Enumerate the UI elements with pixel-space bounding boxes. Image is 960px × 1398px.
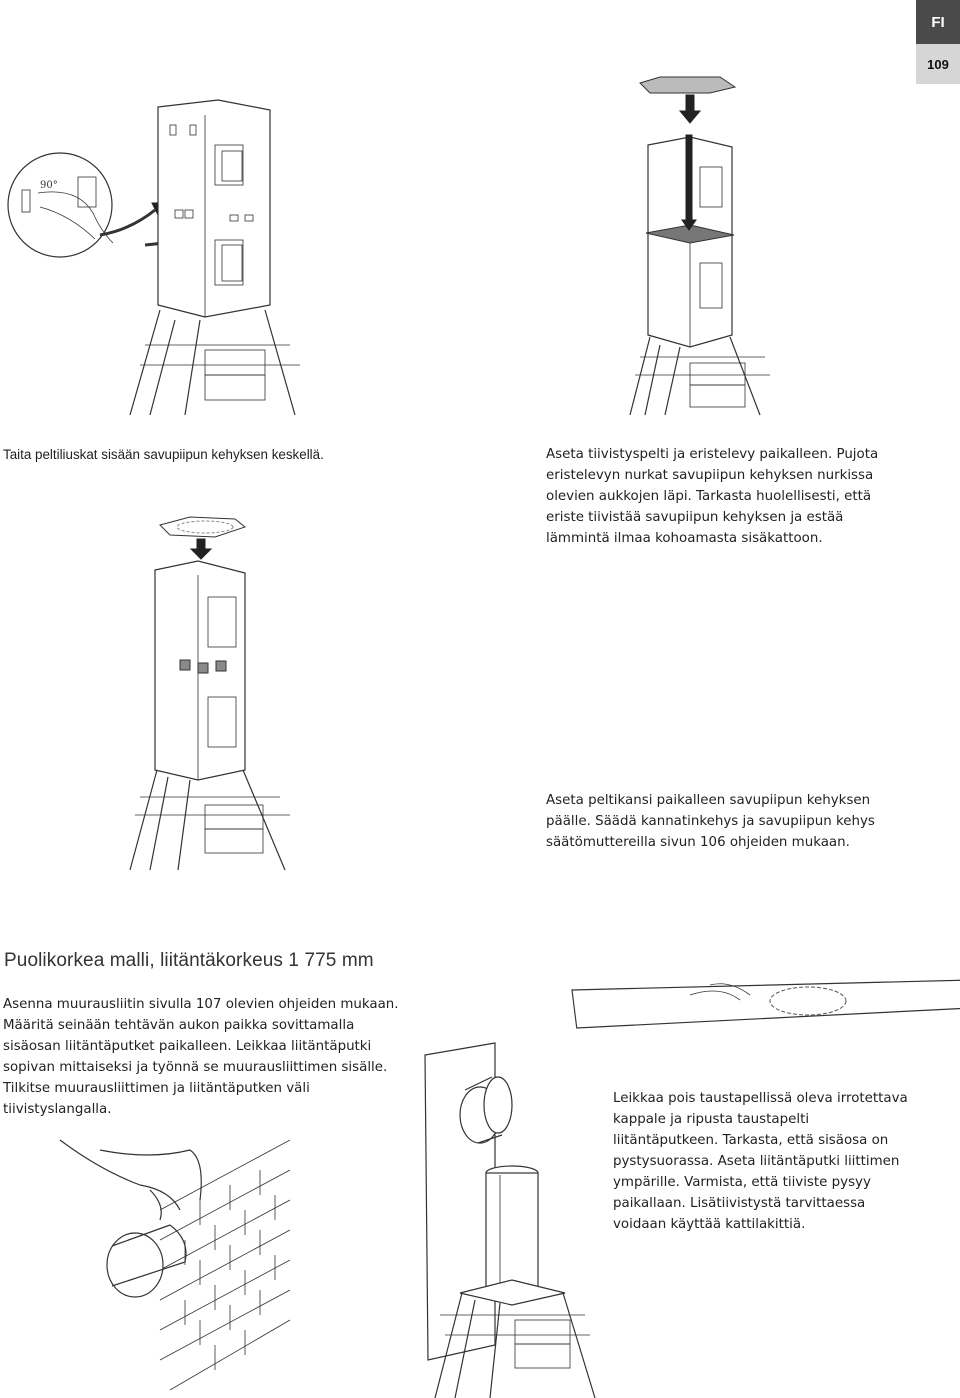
- back-plate-illustration: [424, 979, 960, 1398]
- language-tab: FI: [916, 0, 960, 44]
- fold-tabs-illustration: 90°: [7, 99, 300, 416]
- back-plate: [571, 979, 960, 1029]
- pipe-wall-illustration: [59, 1139, 291, 1391]
- section-heading: Puolikorkea malli, liitäntäkorkeus 1 775…: [4, 950, 374, 971]
- angle-label: 90°: [40, 180, 58, 191]
- chimney-frame: [129, 560, 290, 871]
- insulation-plate-illustration: [629, 76, 770, 416]
- step4-caption: Leikkaa pois taustapellissä oleva irrote…: [613, 1091, 908, 1232]
- detail-circle: 90°: [7, 152, 114, 258]
- hand-drawing: [59, 1139, 202, 1221]
- page-number: 109: [916, 44, 960, 84]
- sheet-cover-illustration: [129, 516, 290, 871]
- arrow-icon: [99, 208, 156, 237]
- chimney-frame: [629, 134, 770, 416]
- chimney-frame: [434, 1165, 596, 1398]
- step1-caption: Taita peltiliuskat sisään savupiipun keh…: [3, 447, 324, 462]
- step3-caption: Aseta peltikansi paikalleen savupiipun k…: [546, 793, 875, 850]
- chimney-frame: [129, 99, 300, 416]
- brick-wall: [159, 1139, 291, 1391]
- connection-pipe: [106, 1224, 187, 1298]
- intro-text: Asenna muurausliitin sivulla 107 olevien…: [3, 997, 399, 1117]
- connection-pipe: [459, 1076, 513, 1144]
- step2-caption: Aseta tiivistyspelti ja eristelevy paika…: [546, 447, 879, 546]
